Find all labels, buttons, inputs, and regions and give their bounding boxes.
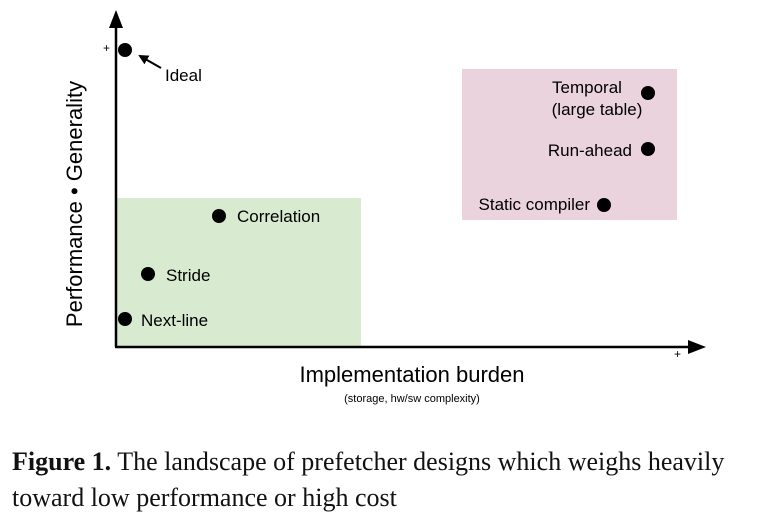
figure-caption: Figure 1. The landscape of prefetcher de… — [12, 444, 762, 516]
temporal-label-line1: Temporal — [552, 78, 622, 97]
ideal-arrow — [138, 55, 162, 69]
y-axis-label: Performance • Generality — [62, 81, 87, 327]
figure-caption-text: The landscape of prefetcher designs whic… — [12, 447, 725, 512]
temporal-label-line2: (large table) — [552, 100, 643, 119]
static-compiler-point — [597, 198, 611, 212]
ideal-label: Ideal — [165, 66, 202, 85]
correlation-point — [212, 209, 226, 223]
y-axis-plus-marker: + — [103, 41, 110, 55]
prefetcher-landscape-diagram: + + Performance • Generality Implementat… — [62, 10, 706, 405]
run-ahead-label: Run-ahead — [548, 141, 632, 160]
ideal-point — [118, 43, 132, 57]
correlation-label: Correlation — [237, 207, 320, 226]
x-axis-sublabel: (storage, hw/sw complexity) — [344, 393, 480, 405]
run-ahead-point — [641, 142, 655, 156]
low-cost-region — [117, 198, 361, 346]
y-axis-arrowhead — [109, 10, 123, 28]
next-line-point — [118, 312, 132, 326]
x-axis-arrowhead — [688, 340, 706, 354]
next-line-label: Next-line — [141, 311, 208, 330]
static-compiler-label: Static compiler — [479, 195, 591, 214]
figure-caption-label: Figure 1. — [12, 447, 112, 476]
x-axis-label: Implementation burden — [299, 362, 524, 387]
temporal-point — [641, 86, 655, 100]
stride-point — [141, 267, 155, 281]
x-axis-plus-marker: + — [674, 347, 681, 361]
stride-label: Stride — [166, 266, 210, 285]
